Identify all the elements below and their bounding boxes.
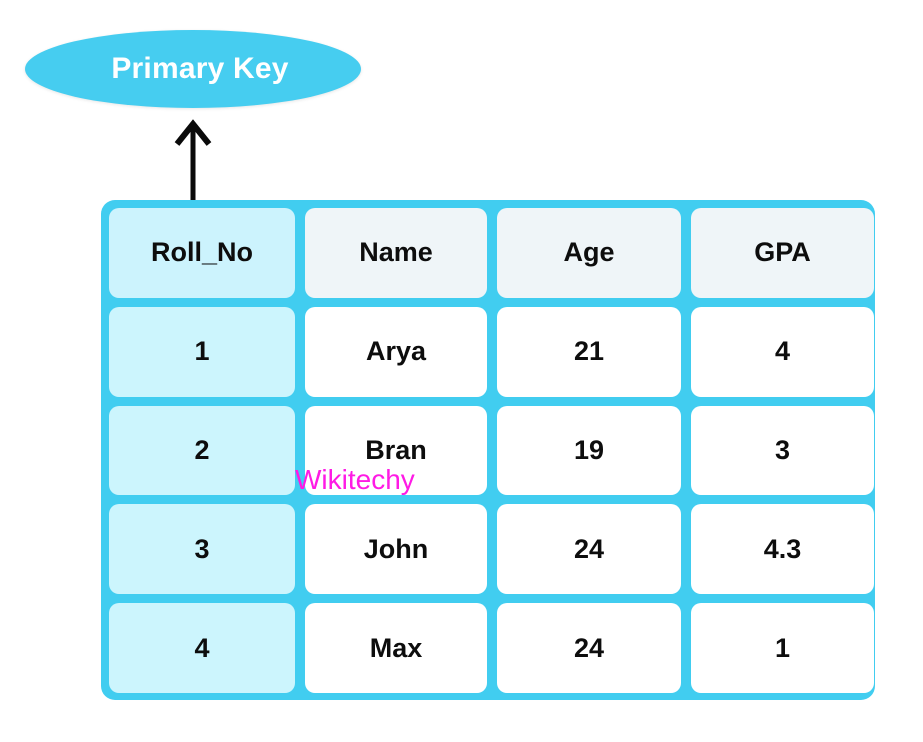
cell-name: Arya <box>305 306 487 397</box>
cell-name: Bran <box>305 405 487 496</box>
table-header-row: Roll_No Name Age GPA <box>109 208 874 298</box>
column-header-gpa: GPA <box>691 208 874 298</box>
cell-age: 19 <box>497 405 681 496</box>
up-arrow-icon <box>174 119 212 206</box>
column-header-age: Age <box>497 208 681 298</box>
cell-age: 24 <box>497 603 681 693</box>
primary-key-label: Primary Key <box>111 52 289 85</box>
cell-age: 24 <box>497 504 681 595</box>
cell-roll-no: 3 <box>109 504 295 595</box>
table-row: 2 Bran 19 3 <box>109 405 874 496</box>
table-row: 1 Arya 21 4 <box>109 306 874 397</box>
table-row: 3 John 24 4.3 <box>109 504 874 595</box>
cell-gpa: 4.3 <box>691 504 874 595</box>
cell-roll-no: 4 <box>109 603 295 693</box>
column-header-name: Name <box>305 208 487 298</box>
table-row: 4 Max 24 1 <box>109 603 874 693</box>
student-table: Roll_No Name Age GPA 1 Arya 21 4 2 Bran … <box>101 200 875 700</box>
cell-gpa: 1 <box>691 603 874 693</box>
cell-gpa: 4 <box>691 306 874 397</box>
cell-roll-no: 2 <box>109 405 295 496</box>
watermark: Wikitechy <box>295 464 415 495</box>
cell-name: Max <box>305 603 487 693</box>
column-header-roll-no: Roll_No <box>109 208 295 298</box>
cell-age: 21 <box>497 306 681 397</box>
cell-roll-no: 1 <box>109 306 295 397</box>
cell-gpa: 3 <box>691 405 874 496</box>
primary-key-callout: Primary Key <box>25 30 361 108</box>
cell-name: John <box>305 504 487 595</box>
